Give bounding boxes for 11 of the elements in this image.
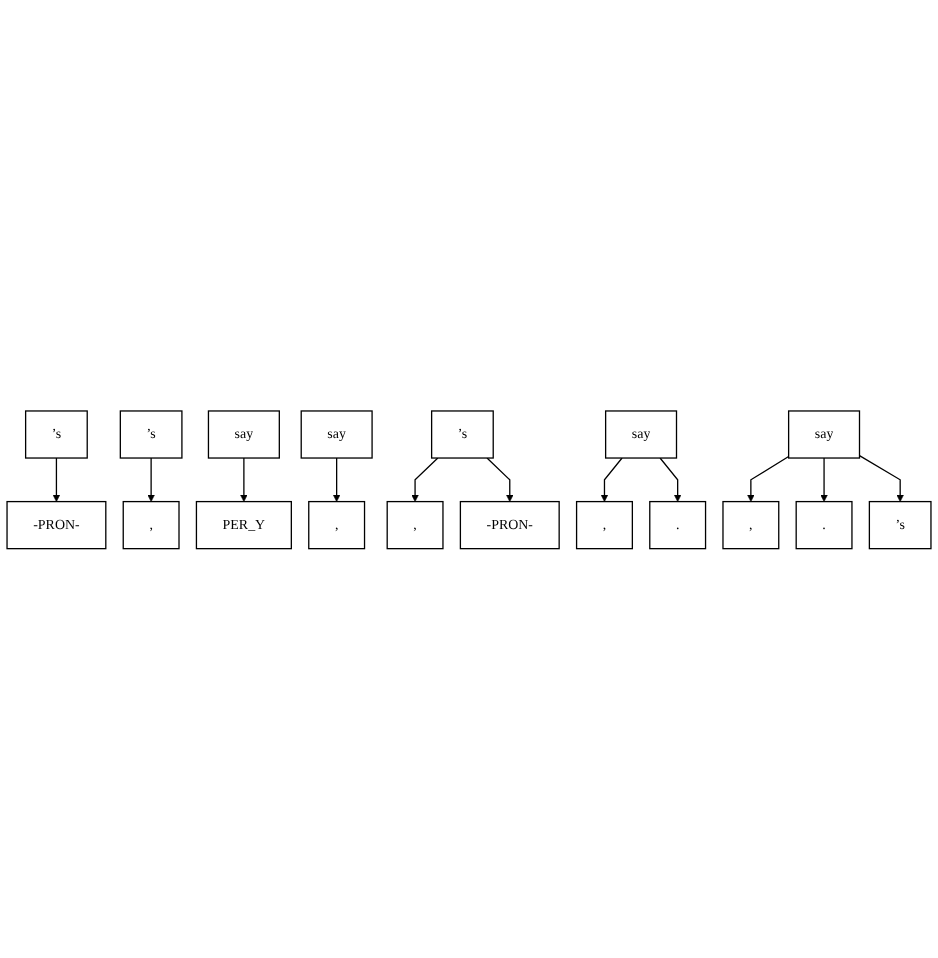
arrow <box>747 454 790 502</box>
arrow <box>486 456 514 502</box>
arrow <box>600 456 623 502</box>
arrow <box>332 456 341 502</box>
arrow <box>147 456 155 502</box>
arrow <box>240 456 248 502</box>
arrow <box>52 456 61 502</box>
arrow <box>820 456 828 502</box>
arrow <box>659 456 682 502</box>
arrow <box>858 454 904 502</box>
arrow <box>411 456 439 502</box>
